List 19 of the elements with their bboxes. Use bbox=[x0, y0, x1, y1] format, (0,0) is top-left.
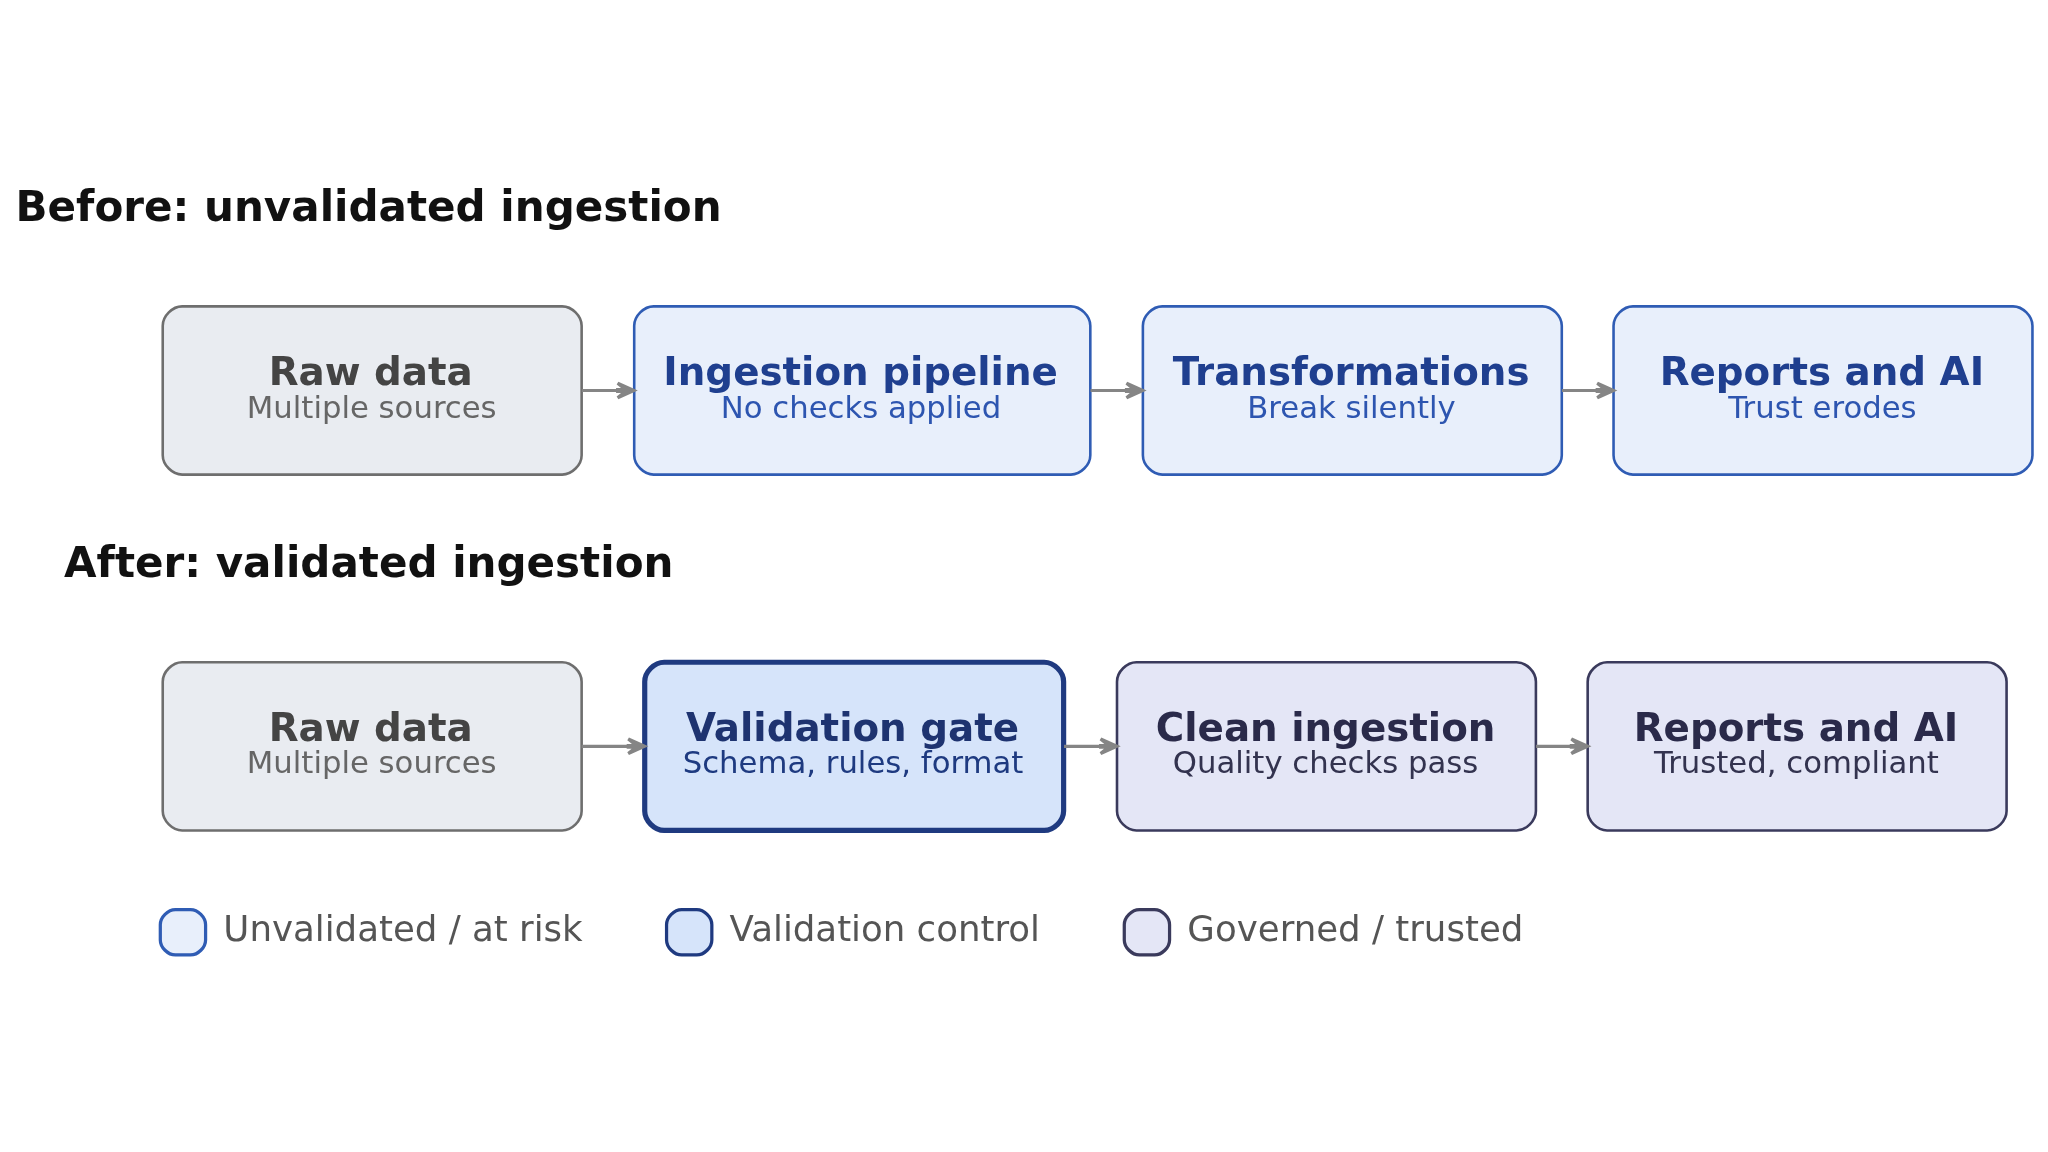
node-box: Reports and AI Trust erodes bbox=[1612, 304, 2034, 476]
arrow bbox=[1561, 381, 1616, 399]
label: Before: unvalidated ingestion bbox=[15, 181, 722, 231]
label: After: validated ingestion bbox=[64, 537, 674, 587]
node-box: Validation gate Schema, rules, format bbox=[642, 659, 1067, 833]
node-box: Reports and AI Trusted, compliant bbox=[1586, 660, 2008, 832]
node-box: Ingestion pipeline No checks applied bbox=[632, 304, 1092, 476]
arrow bbox=[581, 736, 647, 755]
legend-label: Validation control bbox=[729, 907, 1040, 949]
node-box: Raw data Multiple sources bbox=[161, 660, 583, 832]
node-box: Raw data Multiple sources bbox=[161, 304, 583, 476]
node-box: Clean ingestion Quality checks pass bbox=[1115, 660, 1538, 832]
arrow bbox=[1536, 736, 1590, 755]
node-box: Transformations Break silently bbox=[1141, 304, 1564, 476]
arrow bbox=[1090, 381, 1145, 399]
arrow bbox=[1064, 736, 1119, 755]
legend-label: Governed / trusted bbox=[1187, 907, 1524, 949]
arrow bbox=[581, 381, 636, 399]
legend-label: Unvalidated / at risk bbox=[223, 907, 583, 949]
